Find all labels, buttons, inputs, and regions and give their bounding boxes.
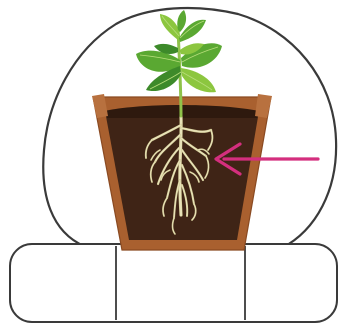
- pot-rim-right: [255, 94, 272, 118]
- arrow-left-icon: [216, 144, 318, 174]
- root-branch: [180, 117, 181, 215]
- leaf: [177, 10, 186, 32]
- tray-base-icon: [10, 244, 337, 322]
